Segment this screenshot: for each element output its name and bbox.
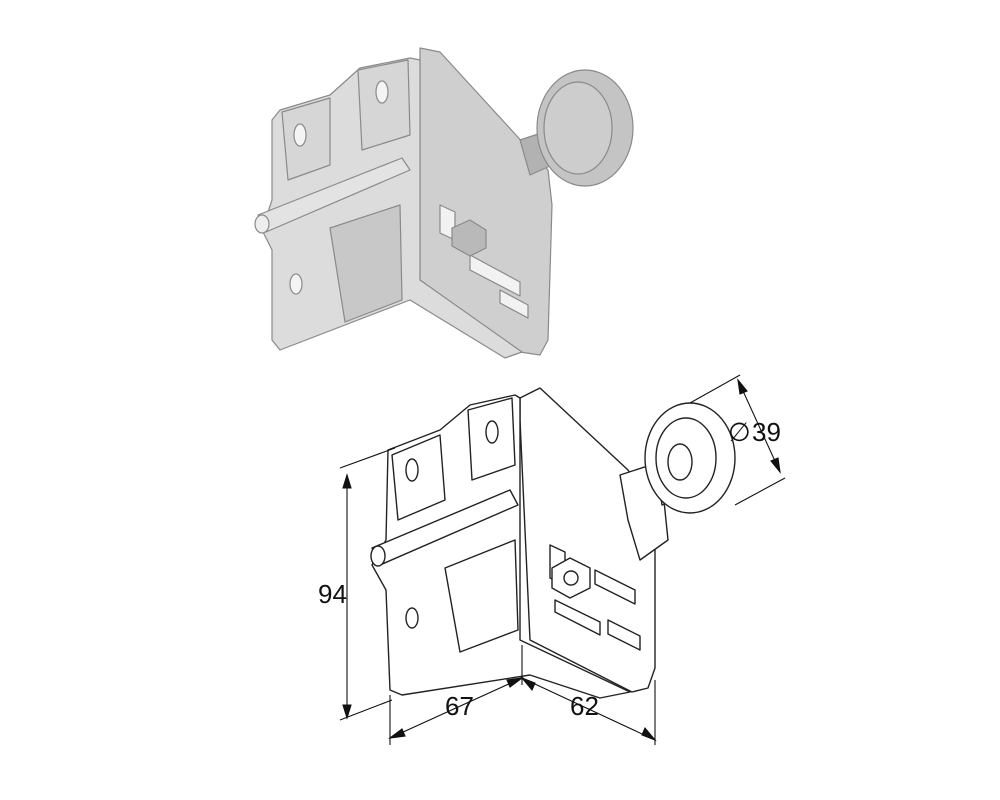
dim-height-ext-bottom bbox=[339, 699, 393, 721]
dim-width-right-line bbox=[521, 677, 656, 741]
dim-width-arrow-4 bbox=[641, 726, 657, 742]
dim-dia-ext-top bbox=[689, 374, 741, 404]
dim-width-arrow-3 bbox=[520, 676, 536, 692]
shaded-hinge-leaf-upper-2 bbox=[357, 59, 411, 151]
dim-width-arrow-1 bbox=[387, 728, 406, 739]
dim-dia-ext-bottom bbox=[734, 477, 786, 506]
shaded-pin-end bbox=[254, 214, 270, 234]
shaded-slot-1 bbox=[293, 123, 307, 147]
line-slot-4 bbox=[405, 607, 419, 629]
shaded-rib bbox=[329, 204, 403, 323]
line-bracket-view bbox=[370, 387, 736, 699]
dim-diameter-label: 39 bbox=[752, 417, 781, 447]
dim-diameter-symbol: ∅ bbox=[728, 417, 751, 447]
line-roller-hub bbox=[667, 443, 693, 481]
line-nut-hole bbox=[563, 570, 579, 586]
dim-dia-line bbox=[737, 379, 781, 473]
shaded-roller-face bbox=[543, 81, 613, 175]
shaded-right-slots bbox=[439, 204, 529, 319]
dim-height-ext-top bbox=[339, 447, 396, 469]
shaded-slot-2 bbox=[375, 80, 389, 104]
dim-width-arrow-2 bbox=[506, 677, 525, 688]
dim-height-label: 94 bbox=[318, 579, 347, 609]
dim-width-left-line bbox=[389, 677, 523, 739]
dim-dia-arrow-bottom bbox=[770, 457, 781, 474]
shaded-slot-4 bbox=[289, 273, 303, 295]
line-pin-end bbox=[370, 545, 386, 567]
dimension-lines bbox=[339, 374, 786, 745]
dim-width-right-label: 62 bbox=[570, 691, 599, 721]
dim-height-arrow-bottom bbox=[342, 704, 352, 720]
dim-dia-arrow-top bbox=[737, 378, 748, 395]
line-slot-2 bbox=[485, 420, 499, 444]
line-slot-1 bbox=[405, 458, 419, 482]
line-hinge-leaf-1 bbox=[391, 434, 446, 521]
shaded-nut bbox=[451, 219, 487, 257]
dim-height-arrow-top bbox=[342, 473, 352, 489]
shaded-bracket-view bbox=[254, 47, 634, 359]
dim-width-left-label: 67 bbox=[445, 691, 474, 721]
line-right-plate bbox=[519, 387, 656, 693]
line-rib bbox=[444, 539, 519, 653]
